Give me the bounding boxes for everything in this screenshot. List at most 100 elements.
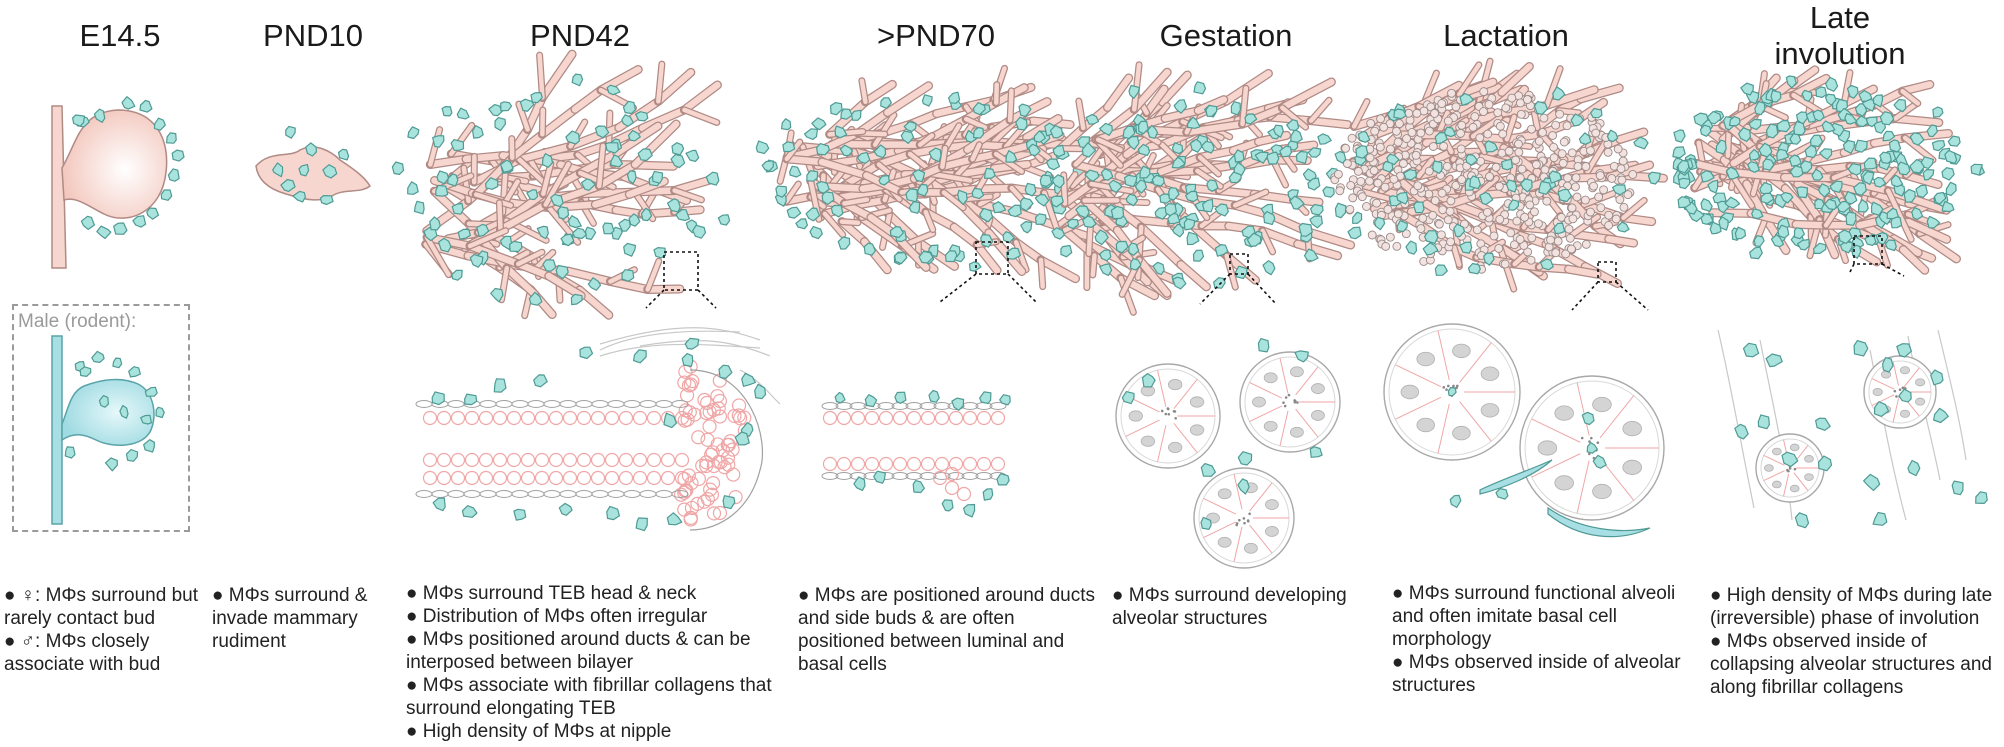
gestation-alveoli-detail [1115, 338, 1341, 569]
macrophage-cell [1553, 222, 1566, 235]
macrophage-cell [1700, 170, 1715, 183]
macrophage-cell [1200, 516, 1212, 530]
macrophage-cell [1947, 135, 1961, 147]
macrophage-cell [1020, 197, 1034, 212]
macrophage-cell [1018, 103, 1032, 118]
notes-pnd10: ● MΦs surround & invade mammary rudiment [212, 584, 392, 653]
macrophage-cell [558, 502, 573, 516]
macrophage-cell [1951, 480, 1964, 496]
macrophage-cell [637, 148, 653, 162]
macrophage-cell [541, 153, 553, 168]
macrophage-cell [1034, 213, 1047, 225]
macrophage-cell [1432, 160, 1443, 174]
macrophage-cell [1796, 186, 1809, 199]
macrophage-cell [1298, 222, 1313, 237]
macrophage-cell [64, 446, 76, 459]
macrophage-cell [298, 164, 310, 177]
macrophage-cell [119, 404, 129, 419]
pnd70-duct-detail [821, 389, 1011, 518]
macrophage-cell [1134, 179, 1148, 194]
macrophage-cell [1770, 234, 1785, 248]
macrophage-cell [1932, 106, 1944, 118]
macrophage-cell [1002, 231, 1015, 244]
macrophage-cell [305, 142, 317, 157]
macrophage-cell [1863, 157, 1878, 170]
stage-title-pnd10: PND10 [263, 18, 363, 53]
macrophage-cell [1872, 94, 1884, 108]
macrophage-cell [1121, 391, 1135, 405]
macrophage-cell [1322, 186, 1335, 198]
macrophage-cell [834, 125, 848, 139]
macrophage-cell [1810, 134, 1824, 148]
macrophage-cell [1844, 113, 1858, 125]
macrophage-cell [1007, 204, 1022, 218]
macrophage-cell [1396, 220, 1408, 233]
notes-pnd70: ● MΦs are positioned around ducts and si… [798, 584, 1098, 676]
macrophage-cell [1781, 451, 1799, 468]
macrophage-cell [1295, 150, 1308, 165]
macrophage-cell [1237, 451, 1253, 466]
macrophage-cell [565, 130, 580, 145]
note-line: ● Distribution of MΦs often irregular [406, 606, 708, 627]
macrophage-cell [155, 406, 165, 419]
macrophage-cell [587, 277, 602, 291]
macrophage-cell [1815, 417, 1831, 431]
macrophage-cell [1817, 455, 1833, 472]
macrophage-cell [602, 222, 615, 235]
macrophage-cell [1115, 240, 1129, 254]
macrophage-cell [1757, 414, 1770, 430]
macrophage-cell [1699, 124, 1712, 137]
macrophage-cell [1581, 411, 1595, 426]
macrophage-cell [837, 236, 851, 250]
macrophage-cell [1334, 150, 1347, 164]
macrophage-cell [1067, 218, 1079, 230]
macrophage-cell [572, 227, 588, 240]
macrophage-cell [319, 195, 334, 206]
macrophage-cell [1742, 342, 1760, 358]
macrophage-cell [432, 497, 446, 512]
involution-detail [1717, 329, 1988, 529]
macrophage-cell [670, 153, 686, 169]
macrophage-cell [1171, 142, 1184, 155]
macrophage-cell [1814, 198, 1825, 210]
macrophage-cell [1434, 132, 1448, 145]
macrophage-cell [944, 250, 958, 263]
macrophage-cell [1793, 227, 1805, 240]
macrophage-cell [536, 225, 549, 240]
macrophage-cell [1578, 132, 1592, 145]
macrophage-cell [982, 488, 994, 501]
macrophage-cell [718, 364, 733, 379]
macrophage-cell [391, 161, 405, 175]
macrophage-cell [560, 233, 575, 247]
stage-title-pnd42: PND42 [530, 18, 630, 53]
macrophage-cell [1813, 242, 1827, 254]
macrophage-cell [528, 291, 543, 306]
macrophage-cell [834, 391, 846, 404]
macrophage-cell [1151, 174, 1165, 187]
macrophage-cell [1863, 473, 1881, 491]
note-line: ● MΦs positioned around ducts & can be i… [406, 629, 751, 673]
macrophage-cell [104, 457, 118, 472]
macrophage-cell [1108, 179, 1123, 193]
macrophage-cell [1864, 235, 1877, 246]
macrophage-cell [1230, 101, 1241, 116]
macrophage-cell [1926, 215, 1941, 229]
macrophage-cell [1800, 160, 1813, 173]
macrophage-cell [1447, 387, 1457, 397]
macrophage-cell [622, 100, 636, 115]
macrophage-cell [132, 215, 147, 228]
pnd10-rudiment [255, 125, 371, 206]
macrophage-cell [80, 215, 95, 230]
macrophage-cell [1539, 258, 1554, 271]
macrophage-cell [337, 148, 350, 161]
macrophage-cell [957, 189, 968, 205]
macrophage-cell [139, 99, 153, 113]
macrophage-cell [1926, 124, 1938, 138]
macrophage-cell [1200, 463, 1216, 477]
macrophage-cell [1715, 139, 1727, 155]
macrophage-cell [140, 414, 152, 425]
macrophage-cell [1548, 170, 1562, 184]
macrophage-cell [1616, 221, 1630, 233]
macrophage-cell [999, 394, 1011, 406]
macrophage-cell [441, 106, 453, 117]
